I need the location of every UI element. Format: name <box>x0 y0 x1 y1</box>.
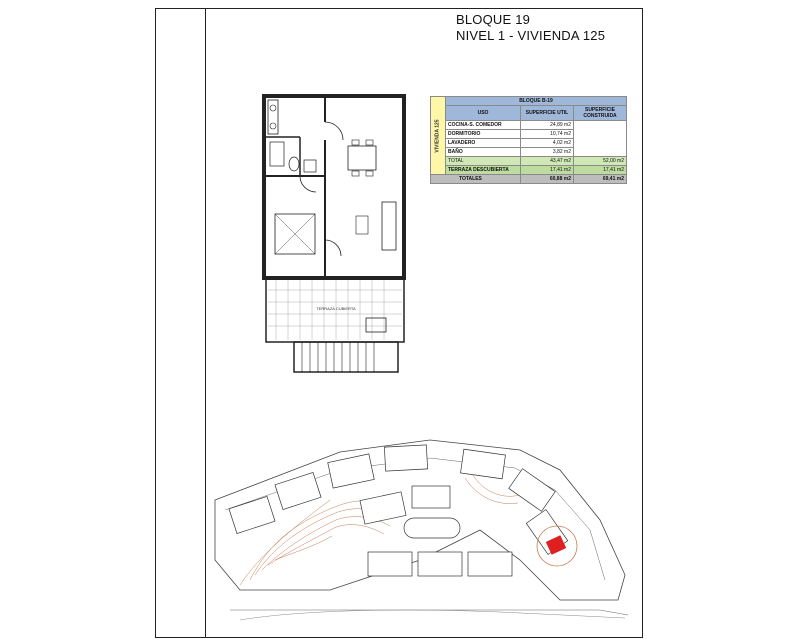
row-uso: LAVADERO <box>445 138 521 148</box>
sheet-title: BLOQUE 19 NIVEL 1 - VIVIENDA 125 <box>456 12 605 44</box>
terraza-row: TERRAZA DESCUBIERTA 17,41 m2 17,41 m2 <box>431 165 627 175</box>
table-row: COCINA-S. COMEDOR 24,89 m2 <box>431 120 627 157</box>
col-construida: SUPERFICIE CONSTRUIDA <box>573 105 627 121</box>
col-util: SUPERFICIE UTIL <box>520 105 574 121</box>
row-uso: COCINA-S. COMEDOR <box>445 120 521 130</box>
table-header: BLOQUE B-19 <box>445 96 627 106</box>
drawing-sheet-border <box>155 8 643 638</box>
col-uso: USO <box>445 105 521 121</box>
row-util: 24,89 m2 <box>520 120 574 130</box>
title-block: BLOQUE 19 <box>456 12 531 27</box>
table-row: DORMITORIO 10,74 m2 <box>431 129 627 139</box>
terraza-construida: 17,41 m2 <box>573 165 627 175</box>
row-util: 10,74 m2 <box>520 129 574 139</box>
total-label: TOTAL <box>445 156 521 166</box>
row-util: 3,82 m2 <box>520 147 574 157</box>
totales-row: TOTALES 60,88 m2 69,41 m2 <box>430 174 627 184</box>
unit-side-label: VIVIENDA 125 <box>430 96 446 175</box>
total-construida: 52,00 m2 <box>573 156 627 166</box>
row-util: 4,02 m2 <box>520 138 574 148</box>
totales-label: TOTALES <box>430 174 521 184</box>
drawing-frame <box>205 8 643 638</box>
construida-empty <box>573 120 627 157</box>
title-level-unit: NIVEL 1 - VIVIENDA 125 <box>456 28 606 43</box>
total-row: TOTAL 43,47 m2 52,00 m2 <box>431 156 627 166</box>
area-table: VIVIENDA 125 BLOQUE B-19 USO SUPERFICIE … <box>430 96 627 184</box>
totales-construida: 69,41 m2 <box>573 174 627 184</box>
terraza-util: 17,41 m2 <box>520 165 574 175</box>
row-uso: BAÑO <box>445 147 521 157</box>
terraza-label: TERRAZA DESCUBIERTA <box>445 165 521 175</box>
row-uso: DORMITORIO <box>445 129 521 139</box>
totales-util: 60,88 m2 <box>520 174 574 184</box>
total-util: 43,47 m2 <box>520 156 574 166</box>
